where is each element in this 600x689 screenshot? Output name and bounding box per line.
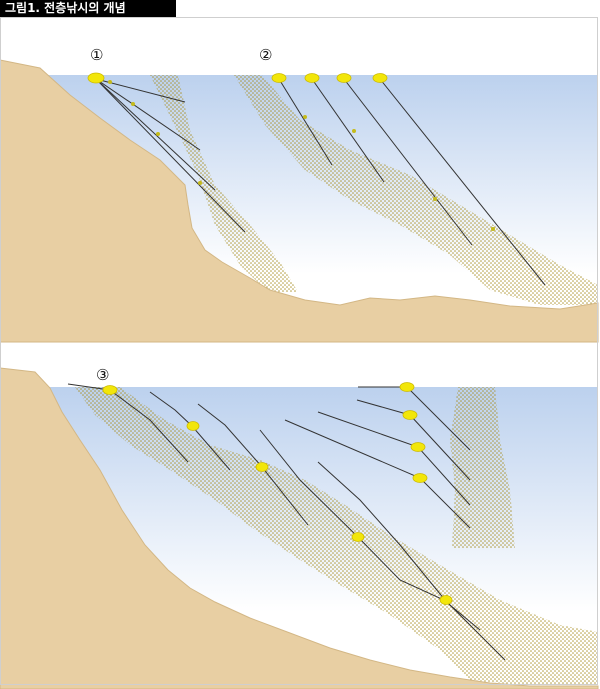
float xyxy=(255,462,269,472)
float xyxy=(304,73,320,83)
float xyxy=(372,73,388,83)
marker-1: ① xyxy=(90,46,104,64)
marker-3: ③ xyxy=(96,366,110,384)
weights-group-1 xyxy=(108,80,202,185)
float xyxy=(87,72,105,84)
floats-top xyxy=(87,72,388,84)
float xyxy=(351,532,365,542)
marker-2: ② xyxy=(259,46,273,64)
float xyxy=(412,473,428,483)
figure-title: 그림1. 전층낚시의 개념 xyxy=(0,0,176,17)
bait-zone-3 xyxy=(450,387,515,548)
bait-zone-1 xyxy=(150,75,298,292)
bait-zone-2 xyxy=(234,75,598,305)
bait-zone-4 xyxy=(75,387,598,685)
float xyxy=(402,410,418,420)
lines-group-2 xyxy=(278,78,546,286)
top-panel xyxy=(0,59,599,343)
float xyxy=(102,385,118,395)
float xyxy=(410,442,426,452)
float xyxy=(439,595,453,605)
weights-group-2 xyxy=(303,115,495,231)
float xyxy=(186,421,200,431)
floats-bottom xyxy=(102,382,453,605)
float xyxy=(336,73,352,83)
float xyxy=(399,382,415,392)
seabed-top xyxy=(0,59,599,343)
bottom-panel xyxy=(0,367,599,689)
float xyxy=(271,73,287,83)
seabed-bottom xyxy=(0,367,599,689)
